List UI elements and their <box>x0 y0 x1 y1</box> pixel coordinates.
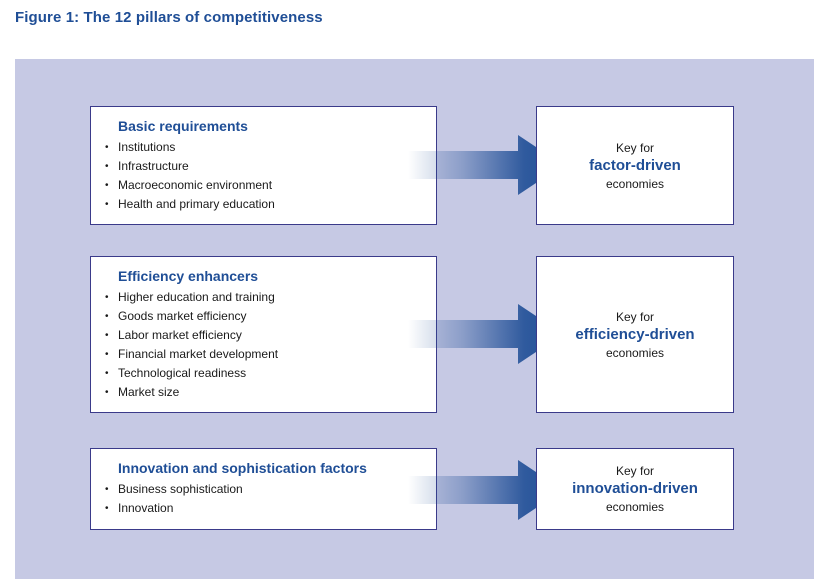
figure-title: Figure 1: The 12 pillars of competitiven… <box>15 9 323 26</box>
bullet-icon: • <box>105 484 109 495</box>
list-item: •Business sophistication <box>105 480 243 499</box>
basic-requirements-box: Basic requirements •Institutions •Infras… <box>90 106 437 225</box>
economies-label: economies <box>605 500 665 514</box>
bullet-icon: • <box>105 387 109 398</box>
innovation-factors-heading: Innovation and sophistication factors <box>118 460 367 476</box>
efficiency-driven-box: Key for efficiency-driven economies <box>536 256 734 413</box>
pillar-row-efficiency: Efficiency enhancers •Higher education a… <box>15 256 814 413</box>
efficiency-enhancers-heading: Efficiency enhancers <box>118 268 259 284</box>
bullet-icon: • <box>105 503 109 514</box>
list-item: •Technological readiness <box>105 364 278 383</box>
bullet-icon: • <box>105 199 109 210</box>
bullet-icon: • <box>105 368 109 379</box>
list-item: •Market size <box>105 383 278 402</box>
economy-type-label: innovation-driven <box>572 480 698 497</box>
list-item: •Institutions <box>105 138 275 157</box>
key-for-label: Key for <box>615 140 654 155</box>
list-item: •Higher education and training <box>105 288 278 307</box>
list-item: •Infrastructure <box>105 157 275 176</box>
arrow-right-icon <box>408 304 563 364</box>
bullet-icon: • <box>105 311 109 322</box>
innovation-driven-box: Key for innovation-driven economies <box>536 448 734 530</box>
innovation-factors-list: •Business sophistication •Innovation <box>105 480 243 518</box>
economies-label: economies <box>605 176 665 191</box>
efficiency-enhancers-box: Efficiency enhancers •Higher education a… <box>90 256 437 413</box>
diagram-panel: Basic requirements •Institutions •Infras… <box>15 59 814 579</box>
bullet-icon: • <box>105 292 109 303</box>
list-item: •Innovation <box>105 499 243 518</box>
innovation-factors-box: Innovation and sophistication factors •B… <box>90 448 437 530</box>
economy-type-label: efficiency-driven <box>575 325 695 343</box>
factor-driven-box: Key for factor-driven economies <box>536 106 734 225</box>
list-item: •Macroeconomic environment <box>105 176 275 195</box>
bullet-icon: • <box>105 161 109 172</box>
economy-type-label: factor-driven <box>589 156 681 174</box>
pillar-row-basic: Basic requirements •Institutions •Infras… <box>15 106 814 225</box>
bullet-icon: • <box>105 330 109 341</box>
bullet-icon: • <box>105 142 109 153</box>
list-item: •Financial market development <box>105 345 278 364</box>
bullet-icon: • <box>105 180 109 191</box>
list-item: •Goods market efficiency <box>105 307 278 326</box>
basic-requirements-heading: Basic requirements <box>118 118 248 134</box>
arrow-right-icon <box>408 460 563 520</box>
bullet-icon: • <box>105 349 109 360</box>
list-item: •Labor market efficiency <box>105 326 278 345</box>
economies-label: economies <box>605 345 665 360</box>
key-for-label: Key for <box>615 464 654 478</box>
key-for-label: Key for <box>615 309 654 324</box>
pillar-row-innovation: Innovation and sophistication factors •B… <box>15 448 814 530</box>
list-item: •Health and primary education <box>105 195 275 214</box>
arrow-right-icon <box>408 135 563 195</box>
basic-requirements-list: •Institutions •Infrastructure •Macroecon… <box>105 138 275 214</box>
efficiency-enhancers-list: •Higher education and training •Goods ma… <box>105 288 278 402</box>
